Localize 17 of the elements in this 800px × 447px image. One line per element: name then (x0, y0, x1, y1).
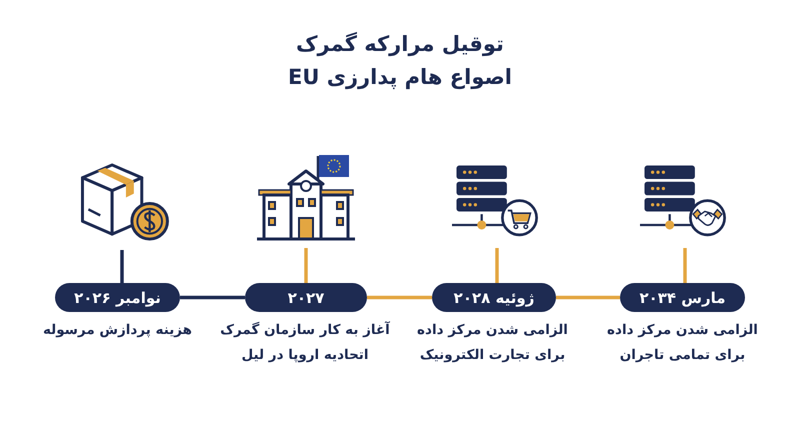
connector-line (180, 296, 245, 300)
milestone-description: آغاز به کار سازمان گمرک اتحادیه اروپا در لیل (219, 320, 391, 365)
connector-line (495, 248, 499, 283)
milestone-description: الزامی شدن مرکز داده برای تجارت الکترونیک (416, 321, 569, 365)
milestone-description: هزینه پردازش مرسوله (42, 321, 194, 340)
milestone-description: الزامی شدن مرکز داده برای تمامی تاجران (606, 321, 759, 365)
title: توقیل مرارکه گمرک اصواع هام پدارزی EU (286, 31, 513, 92)
connector-line (367, 296, 432, 300)
date-pill: مارس ۲۰۳۴ (620, 283, 745, 312)
date-pill: ژوئیه ۲۰۲۸ (432, 283, 556, 312)
connector-line (683, 248, 687, 283)
connector-line (120, 250, 124, 283)
date-pill: ۲۰۲۷ (245, 283, 367, 312)
connector-line (556, 296, 620, 300)
building-flag-icon (256, 152, 356, 242)
date-pill: نوامبر ۲۰۲۶ (55, 283, 180, 312)
connector-line (304, 248, 308, 283)
